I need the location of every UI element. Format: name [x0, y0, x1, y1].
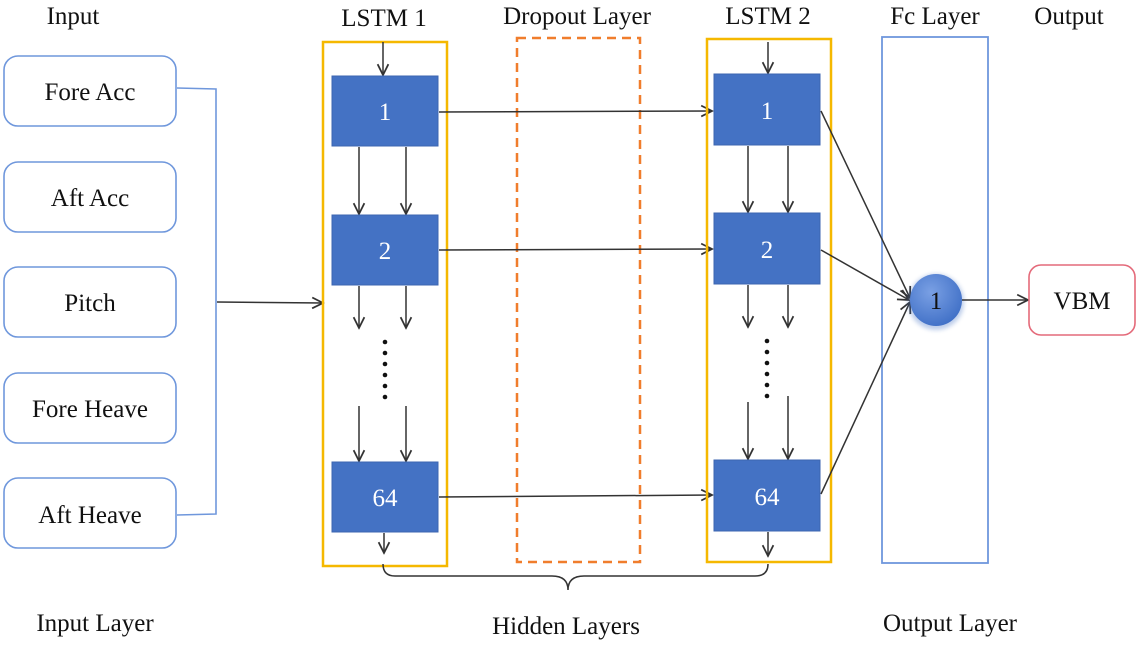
input-to-lstm1-arrow [216, 302, 323, 303]
lstm2-unit: 2 [713, 212, 821, 285]
fc-connection-arrow [820, 110, 910, 298]
ellipsis-dots [382, 339, 388, 400]
input-bracket [176, 87, 217, 516]
lstm1-unit: 2 [331, 214, 439, 286]
lstm-connection-arrow [438, 495, 712, 497]
unit-label: 64 [373, 485, 399, 512]
input-node: Pitch [3, 266, 177, 338]
unit-label: 2 [761, 237, 774, 264]
input-label: Pitch [64, 290, 116, 317]
lstm2-layer: 1 2 64 [705, 37, 833, 564]
footer-hidden-layers: Hidden Layers [492, 613, 640, 640]
input-label: Aft Heave [38, 502, 141, 529]
lstm-connection-arrow [438, 111, 712, 112]
lstm1-unit: 1 [331, 75, 439, 147]
input-node: Fore Heave [3, 372, 177, 444]
output-node: VBM [1028, 264, 1136, 336]
hidden-layers-brace [382, 563, 769, 591]
input-node: Aft Heave [3, 477, 177, 549]
input-label: Fore Acc [45, 79, 136, 106]
footer-output-layer: Output Layer [883, 610, 1018, 637]
input-node: Fore Acc [3, 55, 177, 127]
fc-connection-arrow [820, 249, 909, 300]
unit-label: 1 [379, 99, 392, 126]
lstm2-unit: 1 [713, 73, 821, 146]
unit-label: 1 [761, 98, 774, 125]
lstm1-layer: 1 2 64 [321, 40, 449, 568]
header-lstm1: LSTM 1 [341, 5, 426, 32]
input-node: Aft Acc [3, 161, 177, 233]
unit-label: 64 [755, 484, 781, 511]
header-input: Input [47, 3, 100, 30]
input-layer: Fore Acc Aft Acc Pitch Fore Heave Aft He… [3, 55, 217, 549]
lstm1-unit: 64 [331, 461, 439, 533]
lstm-connection-arrow [438, 249, 712, 250]
fc-connection-arrow [820, 302, 910, 495]
header-dropout: Dropout Layer [503, 3, 652, 30]
footer-input-layer: Input Layer [36, 610, 154, 637]
fc-node: 1 [908, 274, 964, 330]
unit-label: 2 [379, 238, 392, 265]
fc-node-label: 1 [930, 288, 943, 315]
header-fc: Fc Layer [890, 3, 980, 30]
input-label: Aft Acc [51, 185, 129, 212]
output-label: VBM [1054, 288, 1111, 315]
header-lstm2: LSTM 2 [725, 3, 810, 30]
dropout-layer [515, 36, 642, 564]
lstm2-unit: 64 [713, 459, 821, 532]
ellipsis-dots [764, 338, 770, 399]
header-output: Output [1034, 3, 1104, 30]
input-label: Fore Heave [32, 396, 148, 423]
